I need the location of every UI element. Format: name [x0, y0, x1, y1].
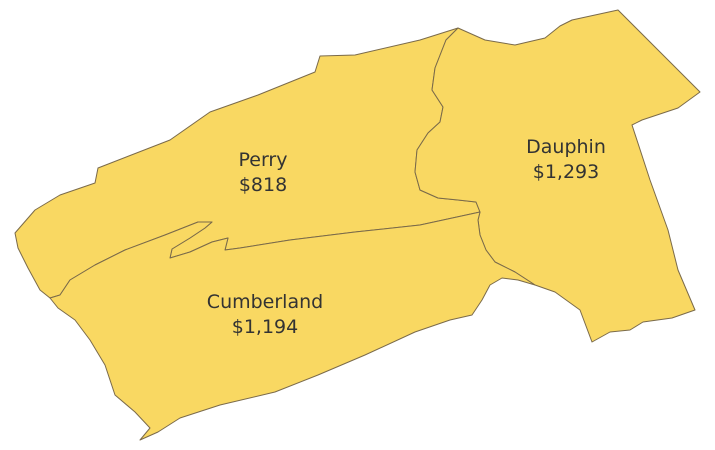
region-cumberland-value: $1,194 [232, 316, 298, 338]
region-cumberland[interactable] [49, 211, 536, 441]
region-cumberland-name: Cumberland [207, 291, 323, 313]
region-perry-value: $818 [239, 174, 287, 196]
region-dauphin-value: $1,293 [533, 161, 599, 183]
region-perry-name: Perry [238, 149, 287, 171]
region-dauphin-name: Dauphin [526, 136, 606, 158]
region-dauphin[interactable] [414, 9, 701, 343]
